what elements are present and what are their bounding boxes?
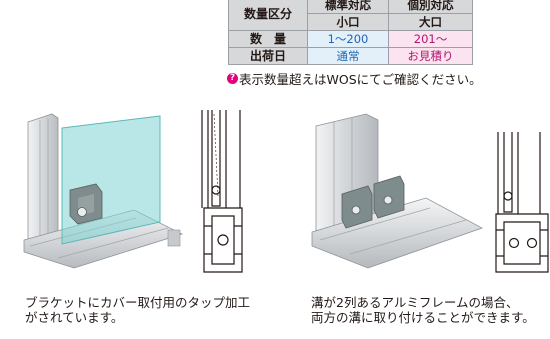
quantity-category-header: 数量区分 bbox=[228, 0, 308, 31]
table-row: 出荷日 通常 お見積り bbox=[228, 47, 473, 65]
warning-icon: ? bbox=[227, 73, 238, 84]
right-caption: 溝が2列あるアルミフレームの場合、 両方の溝に取り付けることができます。 bbox=[311, 295, 535, 325]
individual-header: 個別対応 bbox=[388, 0, 473, 14]
table-row: 数 量 1〜200 201〜 bbox=[228, 30, 473, 48]
double-slot-profile-section-illustration bbox=[495, 132, 549, 273]
individual-sub-header: 大口 bbox=[388, 13, 473, 31]
quantity-table: 数量区分 標準対応 個別対応 小口 大口 数 量 1〜200 201〜 出荷日 … bbox=[228, 0, 473, 65]
standard-header: 標準対応 bbox=[307, 0, 389, 14]
left-caption-line-2: がされています。 bbox=[25, 310, 124, 325]
left-caption: ブラケットにカバー取付用のタップ加工 がされています。 bbox=[25, 295, 250, 325]
note-text: 表示数量超えはWOSにてご確認ください。 bbox=[239, 72, 482, 87]
standard-sub-header: 小口 bbox=[307, 13, 389, 31]
frame-profile-section-illustration bbox=[201, 110, 243, 273]
glass-cover-bracket-illustration bbox=[23, 113, 184, 269]
right-caption-line-2: 両方の溝に取り付けることができます。 bbox=[311, 310, 535, 325]
individual-quantity: 201〜 bbox=[388, 30, 473, 48]
row-label-quantity: 数 量 bbox=[228, 30, 308, 48]
row-label-ship-date: 出荷日 bbox=[228, 47, 308, 65]
quantity-note: ? 表示数量超えはWOSにてご確認ください。 bbox=[227, 69, 482, 88]
standard-ship-date: 通常 bbox=[307, 47, 389, 65]
left-caption-line-1: ブラケットにカバー取付用のタップ加工 bbox=[25, 295, 251, 310]
standard-quantity: 1〜200 bbox=[307, 30, 389, 48]
double-slot-bracket-illustration bbox=[311, 113, 483, 269]
right-caption-line-1: 溝が2列あるアルミフレームの場合、 bbox=[311, 295, 519, 310]
individual-ship-date: お見積り bbox=[388, 47, 473, 65]
